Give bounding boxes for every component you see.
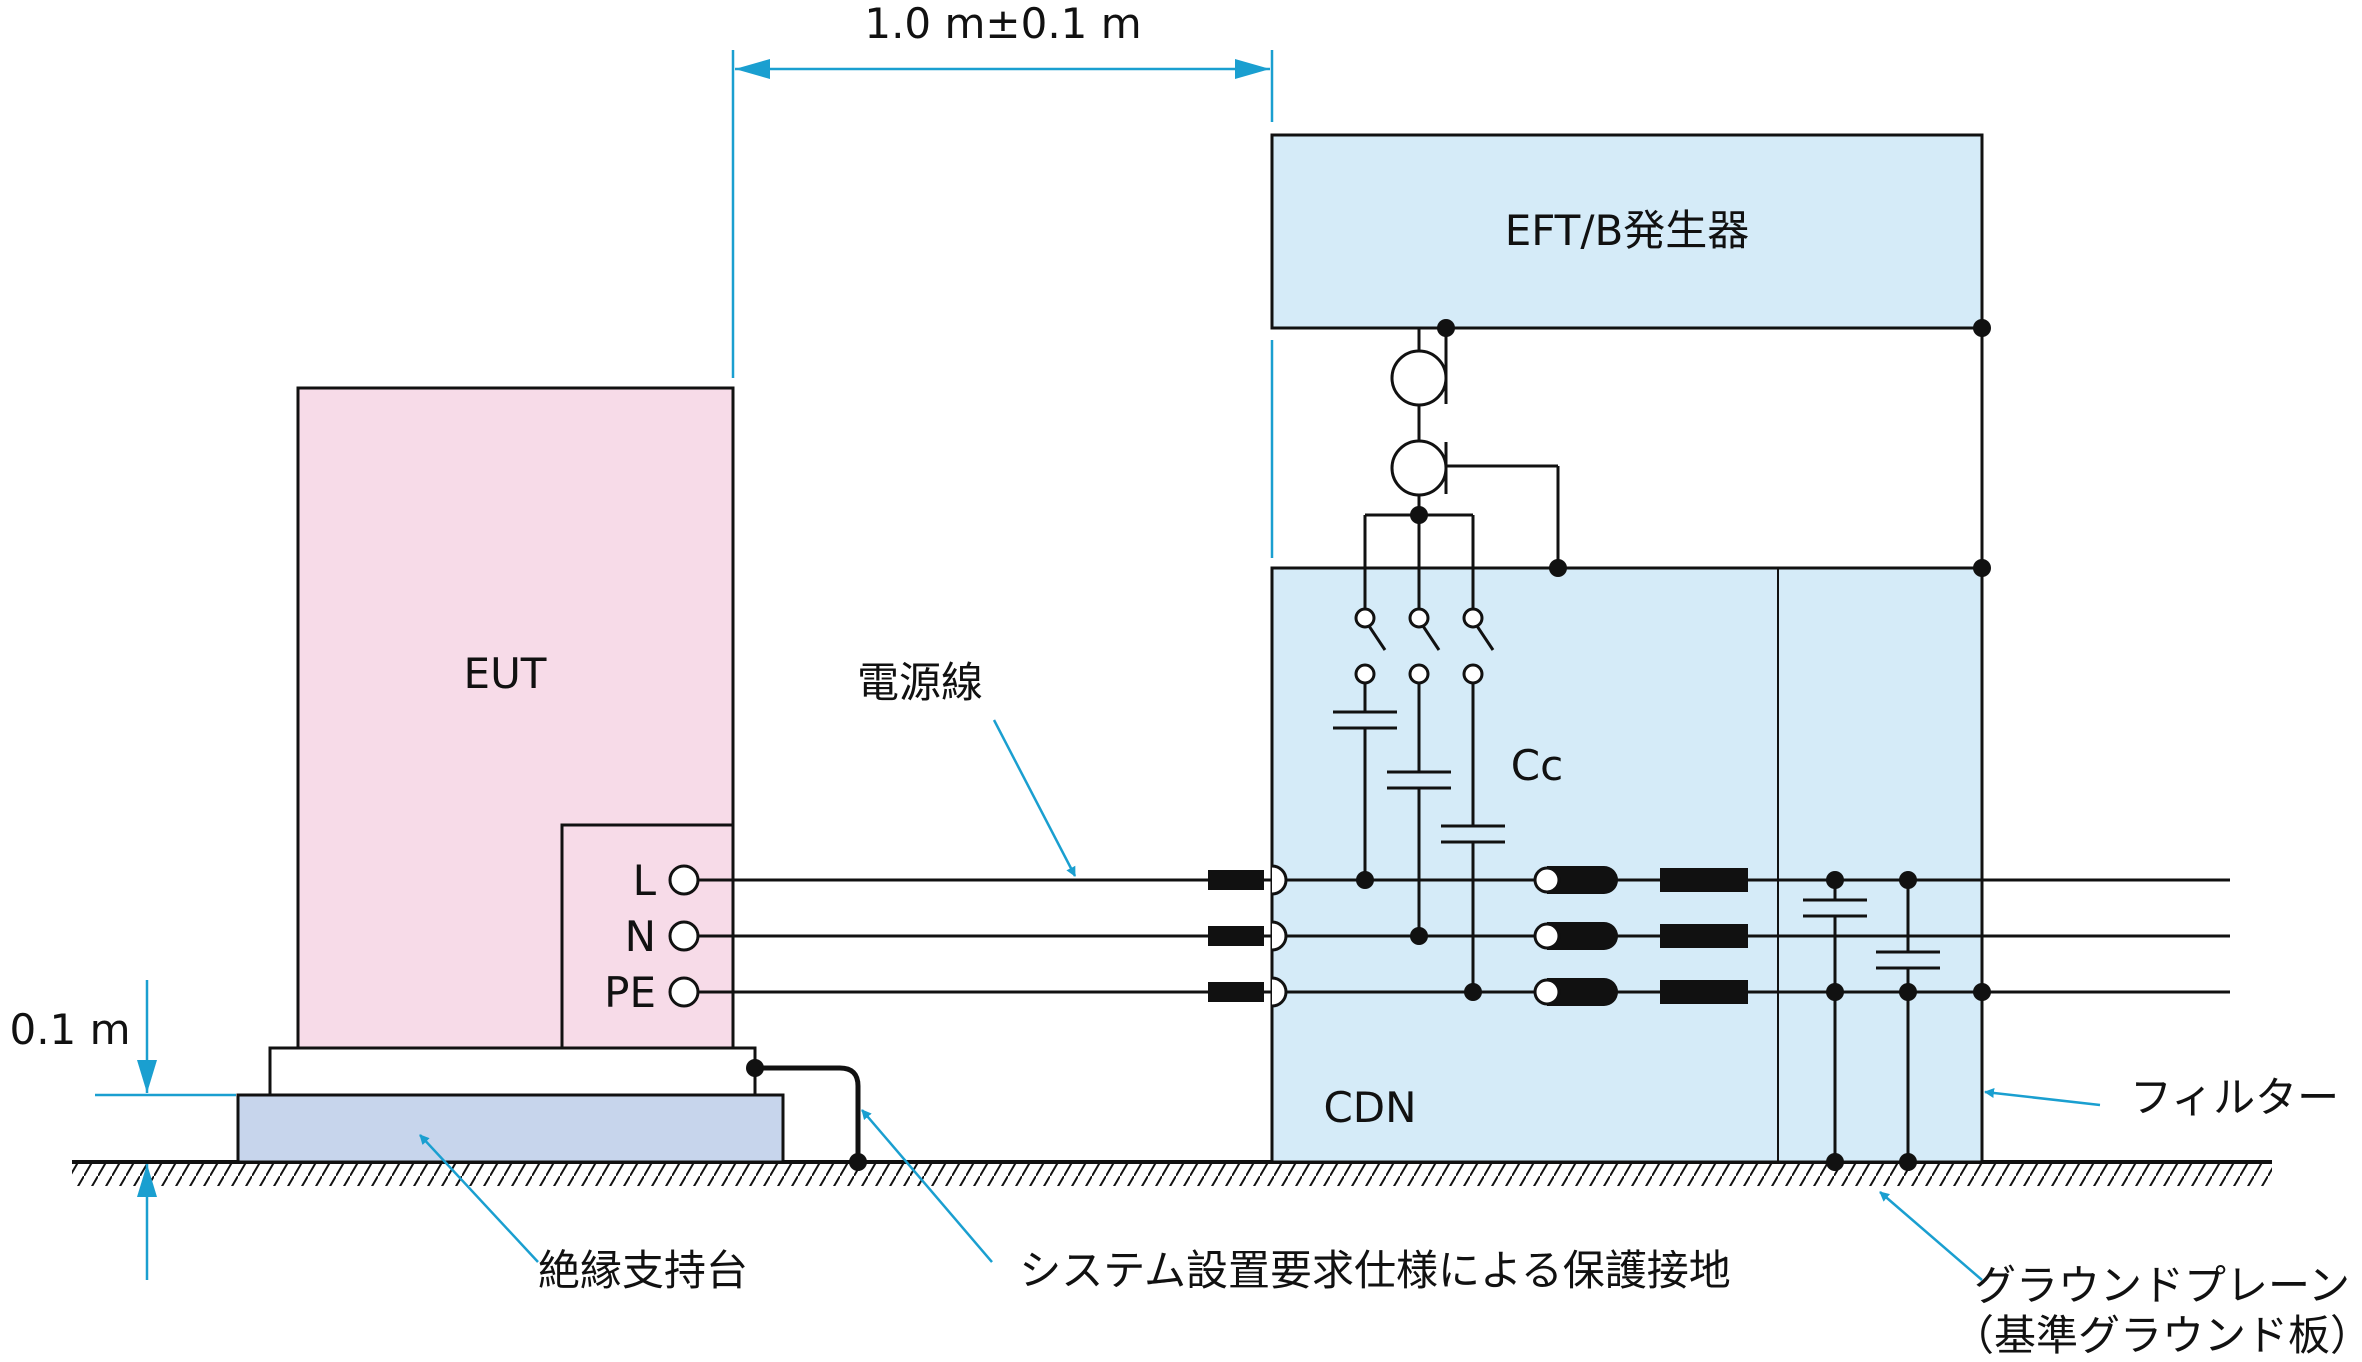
leader-protective-earth bbox=[861, 1109, 993, 1263]
height-dimension bbox=[95, 980, 236, 1280]
filter-capacitors bbox=[1803, 880, 1940, 1162]
ground-plane-label-line1: グラウンドプレーン bbox=[1974, 1261, 2350, 1310]
coupling-cap-label: Cc bbox=[1511, 741, 1563, 790]
height-label: 0.1 m bbox=[9, 1005, 130, 1054]
eut-box bbox=[296, 386, 735, 1050]
decoupling-inductors bbox=[1533, 866, 1748, 1006]
eft-generator-box bbox=[1270, 133, 1984, 330]
distance-label: 1.0 m±0.1 m bbox=[864, 0, 1141, 48]
ground-plane-label-line2: （基準グラウンド板） bbox=[1952, 1311, 2362, 1360]
generator-output-elements bbox=[1390, 328, 1560, 568]
terminal-l-circle bbox=[668, 864, 700, 896]
input-chokes bbox=[1208, 870, 1264, 1002]
leader-filter bbox=[1984, 1088, 2101, 1107]
leader-power-line bbox=[992, 719, 1077, 877]
terminal-pe-circle bbox=[668, 976, 700, 1008]
eut-base-plate bbox=[268, 1046, 757, 1097]
distance-dimension bbox=[731, 50, 1274, 558]
terminal-n-circle bbox=[668, 920, 700, 952]
terminal-pe-label: PE bbox=[604, 968, 656, 1017]
ground-plane bbox=[72, 1160, 2272, 1186]
cdn-input-connectors bbox=[1271, 864, 1288, 1008]
leader-insulating-support bbox=[419, 1134, 539, 1263]
switch-contacts bbox=[1354, 607, 1484, 685]
protective-earth-label: システム設置要求仕様による保護接地 bbox=[1019, 1246, 1730, 1295]
cdn-box bbox=[1270, 566, 1984, 1164]
junction-dots bbox=[746, 319, 1991, 1171]
terminal-l-label: L bbox=[633, 856, 657, 905]
eut-label: EUT bbox=[464, 649, 547, 698]
power-line-label: 電源線 bbox=[857, 658, 983, 707]
leader-ground-plane bbox=[1879, 1191, 1983, 1281]
coupling-network bbox=[1333, 328, 1505, 992]
generator-label: EFT/B発生器 bbox=[1505, 206, 1750, 255]
cdn-label: CDN bbox=[1323, 1083, 1416, 1132]
protective-earth-wire bbox=[755, 1065, 861, 1162]
filter-label: フィルター bbox=[2130, 1073, 2339, 1122]
insulating-support-label: 絶縁支持台 bbox=[538, 1246, 748, 1295]
terminal-n-label: N bbox=[625, 912, 656, 961]
insulating-support bbox=[236, 1093, 785, 1164]
eut-terminals bbox=[668, 864, 700, 1008]
leader-arrows bbox=[419, 719, 2101, 1281]
